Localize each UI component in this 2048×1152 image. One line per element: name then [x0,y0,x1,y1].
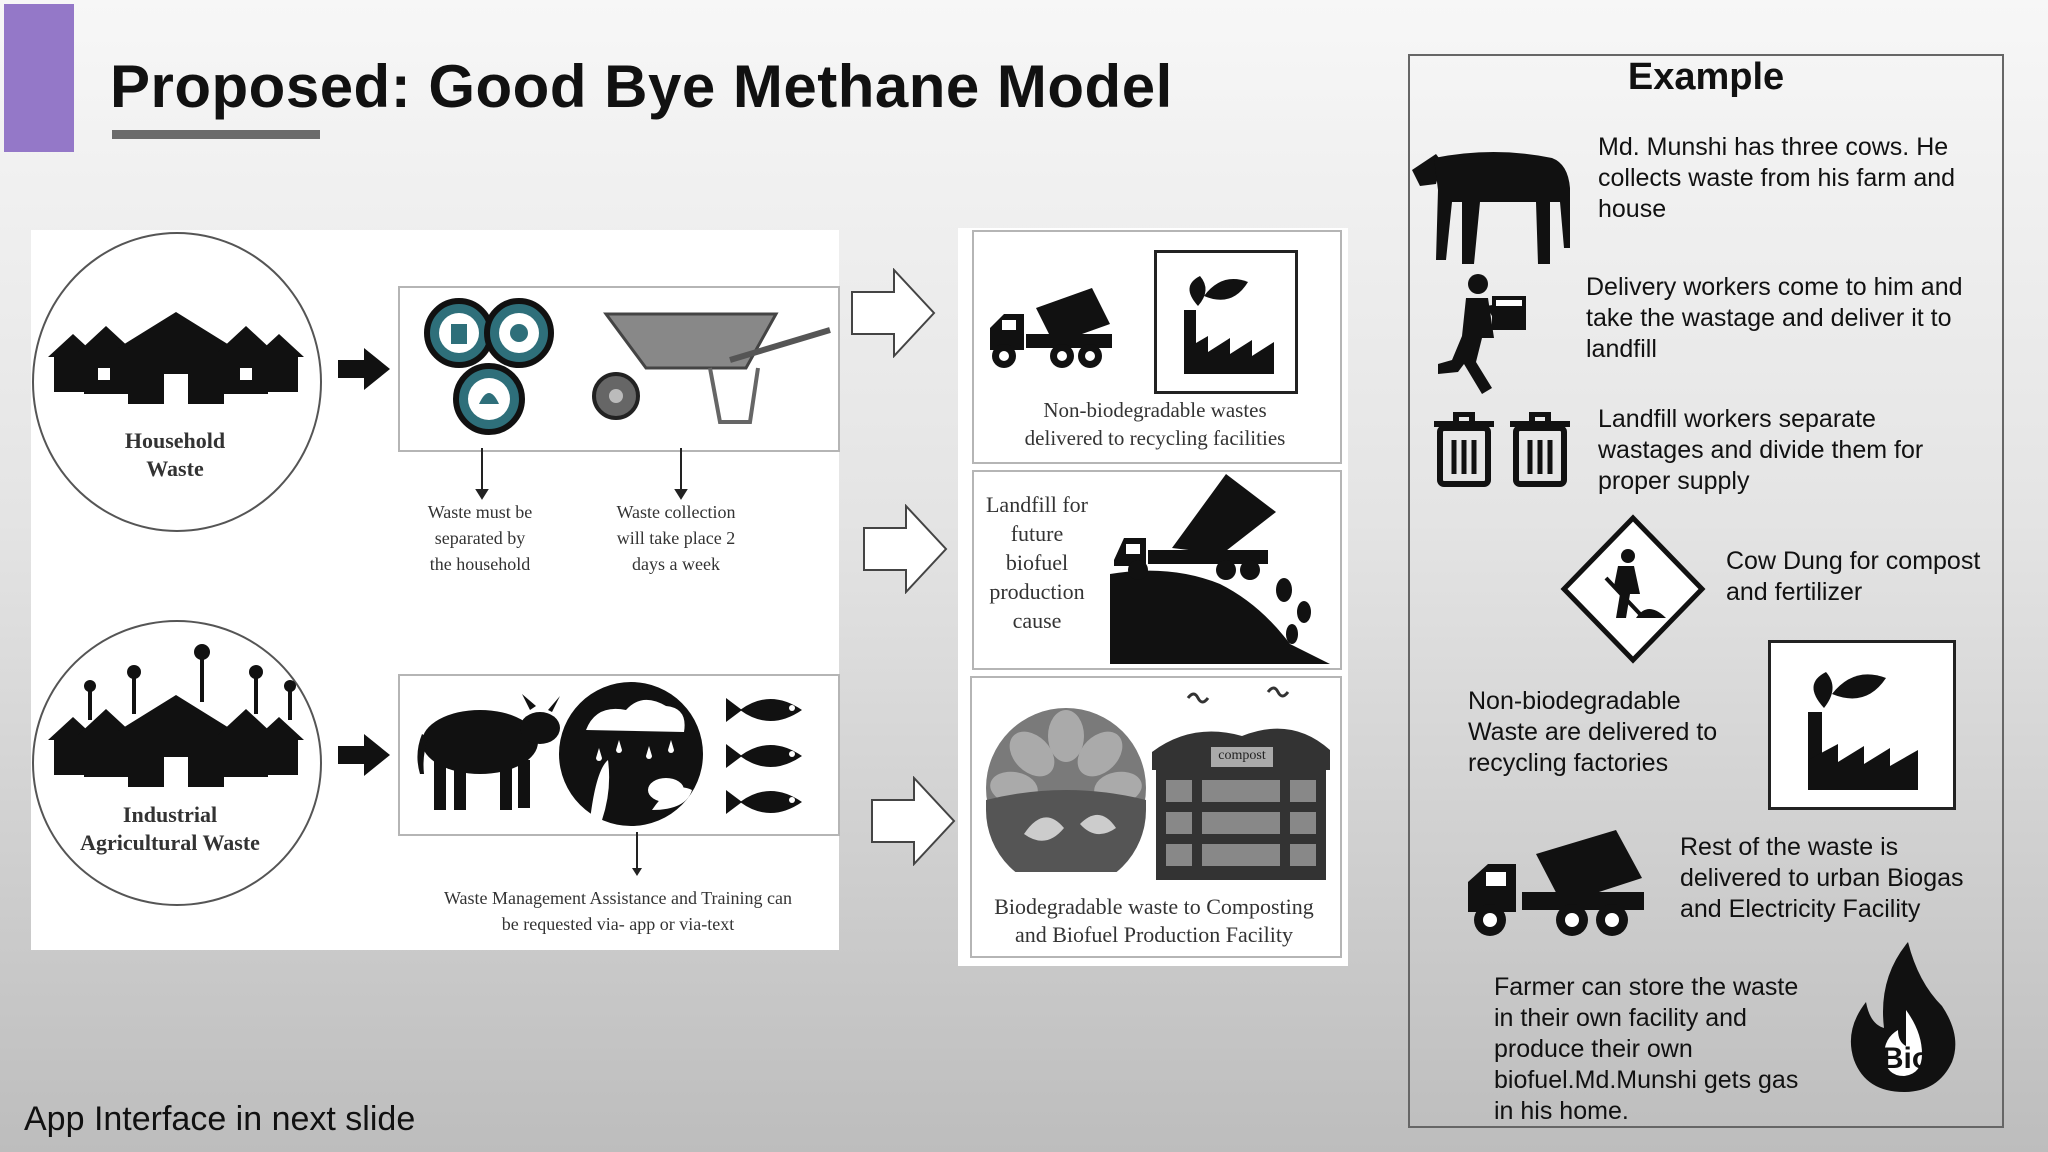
example-item-2-line-2: take the wastage and deliver it to [1586,304,1952,332]
recycle-caption-1: Non-biodegradable wastes [1043,398,1267,422]
biodegradable-icon [986,708,1146,872]
landfill-caption-5: cause [1012,608,1062,633]
note-separate-2: separated by [434,528,526,548]
note-separate-3: the household [429,554,531,574]
example-item-4-line-2: and fertilizer [1726,578,1863,606]
roadwork-sign-icon [1560,514,1706,664]
accent-bar [4,4,74,152]
cow-icon [1412,152,1570,264]
example-item-3-line-2: wastages and divide them for [1598,436,1924,464]
note-collection-1: Waste collection [616,502,736,522]
example-item-7-line-3: produce their own [1494,1035,1693,1063]
note-collection-3: days a week [632,554,720,574]
compost-sign: compost [1218,748,1266,763]
truck-icon [1468,830,1644,936]
houses-icon [48,312,304,404]
landfill-caption-2: future [1010,521,1064,546]
fish-icon [726,698,802,814]
landfill-caption-1: Landfill for [985,492,1089,517]
example-item-1-line-3: house [1598,195,1667,223]
compost-caption-1: Biodegradable waste to Composting [994,894,1314,919]
compost-bin-icon [1152,686,1330,880]
example-item-7-line-4: biofuel.Md.Munshi gets gas [1494,1066,1799,1094]
note-separate-1: Waste must be [427,502,533,522]
note-assistance-1: Waste Management Assistance and Training… [444,888,792,908]
dump-truck-icon [1110,474,1330,664]
compost-caption-2: and Biofuel Production Facility [1014,922,1294,947]
example-item-1-line-2: collects waste from his farm and [1598,164,1956,192]
sorting-bins-icon [424,298,554,435]
title-underline [112,130,320,139]
bio-badge: Bio [1881,1042,1931,1075]
delivery-worker-icon [1438,274,1526,394]
example-item-1-line-1: Md. Munshi has three cows. He [1598,133,1949,161]
landfill-caption-4: production [989,579,1085,604]
example-item-6-line-2: delivered to urban Biogas [1680,864,1964,892]
footer-note: App Interface in next slide [24,1100,416,1138]
industrial-houses-icon [48,644,304,787]
bio-flame-icon [1850,942,1956,1092]
factory-icon [1184,276,1274,374]
example-item-2-line-3: landfill [1586,335,1657,363]
note-assistance-2: be requested via- app or via-text [501,914,735,934]
connector-line [632,832,642,876]
example-item-5-line-3: recycling factories [1468,749,1669,777]
example-item-2-line-1: Delivery workers come to him and [1586,273,1963,301]
outline-arrow-icon [871,776,956,866]
arrow-right-icon [338,734,390,776]
example-item-6-line-1: Rest of the waste is [1680,833,1899,861]
connector-lines [475,448,688,500]
example-item-5-line-1: Non-biodegradable [1468,687,1681,715]
wheelbarrow-icon [592,312,831,424]
factory-icon [1808,672,1918,790]
outline-arrow-icon [851,268,936,358]
example-item-5-line-2: Waste are delivered to [1468,718,1718,746]
household-label-1: Household [124,428,226,453]
industrial-label-2: Agricultural Waste [80,830,260,855]
example-item-7-line-2: in their own facility and [1494,1004,1747,1032]
trash-bins-icon [1434,412,1570,487]
example-item-4-line-1: Cow Dung for compost [1726,547,1981,575]
example-item-6-line-3: and Electricity Facility [1680,895,1921,923]
slide-title: Proposed: Good Bye Methane Model [110,53,1173,120]
example-item-7-line-5: in his home. [1494,1097,1629,1125]
landfill-caption-3: biofuel [1005,550,1069,575]
bull-icon [417,694,560,810]
example-item-7-line-1: Farmer can store the waste [1494,973,1799,1001]
household-label-2: Waste [146,456,204,481]
rain-crop-icon [559,682,703,826]
truck-icon [990,288,1112,368]
example-item-3-line-3: proper supply [1598,467,1750,495]
outline-arrow-icon [863,504,948,594]
note-collection-2: will take place 2 [616,528,736,548]
recycle-caption-2: delivered to recycling facilities [1024,426,1286,450]
example-panel [1408,54,2004,1128]
example-item-3-line-1: Landfill workers separate [1598,405,1876,433]
industrial-label-1: Industrial [122,802,218,827]
arrow-right-icon [338,348,390,390]
example-heading: Example [1627,56,1785,98]
